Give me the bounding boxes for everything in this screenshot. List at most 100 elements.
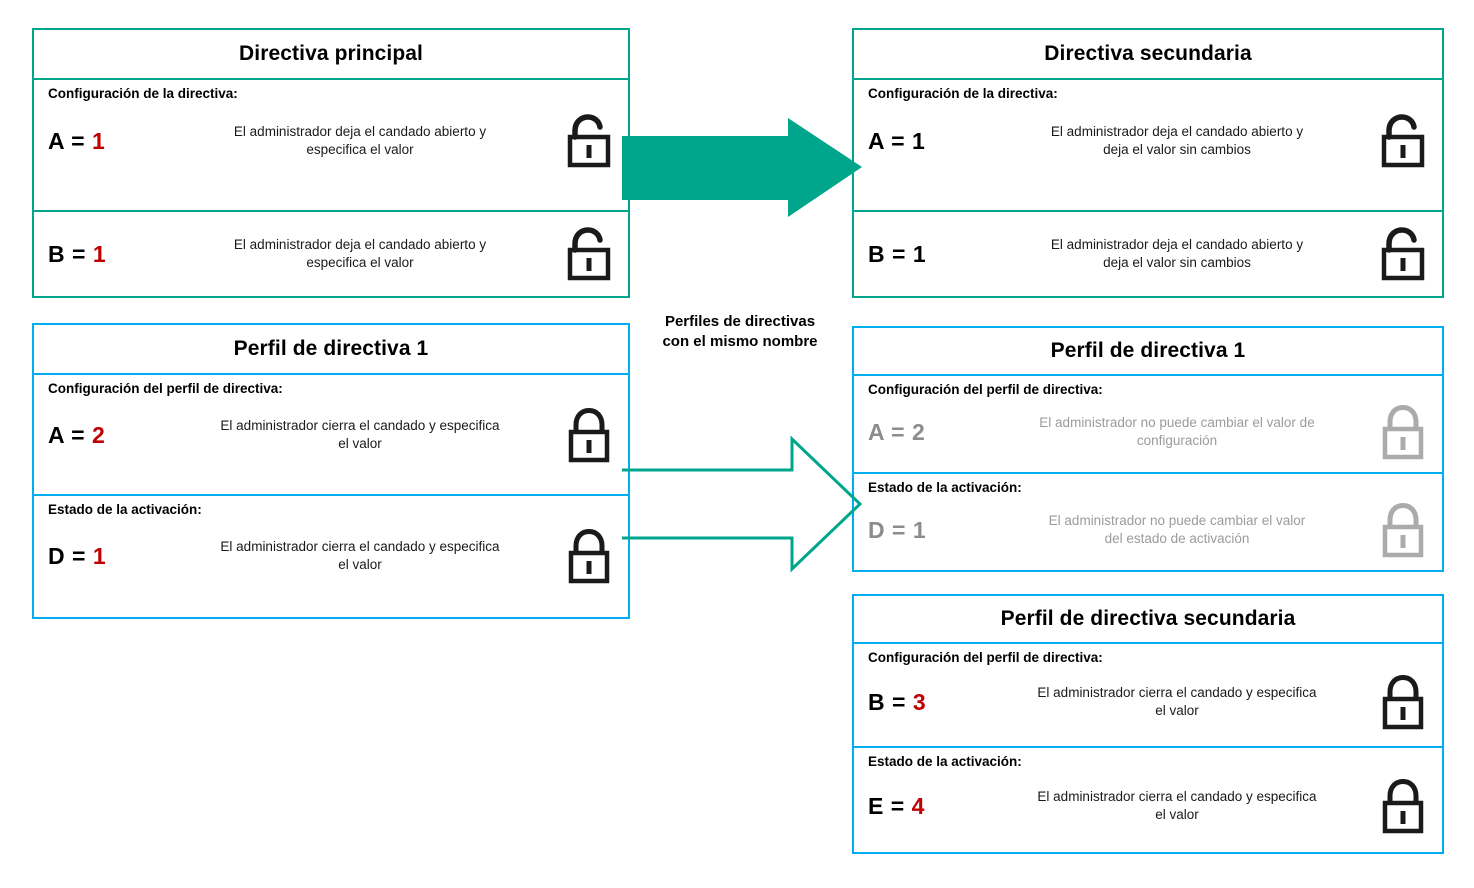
setting-description-line1: El administrador deja el candado abierto… <box>233 237 487 253</box>
panel-policy-profile-1-left: Perfil de directiva 1 Configuración del … <box>32 323 630 619</box>
setting-value: 2 <box>91 421 106 448</box>
setting-key: B = 3 <box>868 689 980 716</box>
arrow-primary-to-secondary <box>622 118 862 218</box>
setting-description: El administrador deja el candado abierto… <box>160 123 560 159</box>
panel-secondary-policy-body: Configuración de la directiva: A = 1 El … <box>852 80 1444 298</box>
setting-key: A = 2 <box>868 419 980 446</box>
setting-value: 3 <box>912 688 927 715</box>
section-label: Configuración del perfil de directiva: <box>868 382 1103 397</box>
setting-description-line2: configuración <box>1136 433 1218 448</box>
setting-value: 1 <box>912 240 927 267</box>
table-row: Estado de la activación: D = 1 El admini… <box>34 496 628 617</box>
unlocked-icon <box>1374 113 1432 169</box>
setting-key-name: E = <box>868 792 912 819</box>
locked-icon <box>1374 777 1432 835</box>
setting-description: El administrador cierra el candado y esp… <box>160 417 560 453</box>
panel-policy-profile-1-right-header: Perfil de directiva 1 <box>852 326 1444 376</box>
section-label: Configuración de la directiva: <box>48 86 238 101</box>
table-row: Estado de la activación: D = 1 El admini… <box>854 474 1442 570</box>
panel-policy-profile-1-right: Perfil de directiva 1 Configuración del … <box>852 326 1444 572</box>
setting-description-line1: El administrador no puede cambiar el val… <box>1039 415 1315 431</box>
page-title: Directiva principal <box>239 42 423 65</box>
setting-description-line1: El administrador no puede cambiar el val… <box>1048 513 1306 529</box>
page-title: Perfil de directiva 1 <box>233 337 429 360</box>
locked-icon <box>560 406 618 464</box>
setting-description-line2: el valor <box>338 557 382 572</box>
setting-description-line1: El administrador cierra el candado y esp… <box>220 418 500 434</box>
locked-icon <box>1374 673 1432 731</box>
setting-entry: A = 2 El administrador no puede cambiar … <box>868 403 1432 461</box>
middle-note-line2: con el mismo nombre <box>662 332 818 350</box>
arrow-profile-to-profile <box>622 425 863 585</box>
panel-policy-profile-1-left-header: Perfil de directiva 1 <box>32 323 630 375</box>
setting-description-line1: El administrador cierra el candado y esp… <box>1037 789 1317 805</box>
setting-description: El administrador cierra el candado y esp… <box>160 538 560 574</box>
setting-key: B = 1 <box>48 241 160 268</box>
section-label: Estado de la activación: <box>48 502 202 517</box>
locked-disabled-icon <box>1374 501 1432 559</box>
setting-description-line2: especifica el valor <box>306 142 414 157</box>
setting-entry: A = 1 El administrador deja el candado a… <box>868 113 1432 169</box>
panel-secondary-policy-header: Directiva secundaria <box>852 28 1444 80</box>
setting-description-line2: deja el valor sin cambios <box>1103 255 1251 270</box>
setting-description-line2: el valor <box>1155 807 1199 822</box>
setting-key-name: A = <box>868 418 912 445</box>
setting-entry: B = 1 El administrador deja el candado a… <box>868 226 1432 282</box>
setting-description: El administrador deja el candado abierto… <box>980 236 1374 272</box>
panel-secondary-policy-profile-header: Perfil de directiva secundaria <box>852 594 1444 644</box>
section-label: Configuración de la directiva: <box>868 86 1058 101</box>
setting-description: El administrador cierra el candado y esp… <box>980 684 1374 720</box>
section-label: Configuración del perfil de directiva: <box>48 381 283 396</box>
setting-key: D = 1 <box>48 543 160 570</box>
locked-disabled-icon <box>1374 403 1432 461</box>
setting-key-name: A = <box>48 421 92 448</box>
table-row: Configuración de la directiva: A = 1 El … <box>854 80 1442 212</box>
table-row: Estado de la activación: E = 4 El admini… <box>854 748 1442 852</box>
setting-key-name: D = <box>48 542 93 569</box>
setting-description-line2: deja el valor sin cambios <box>1103 142 1251 157</box>
table-row: B = 1 El administrador deja el candado a… <box>34 212 628 296</box>
setting-key-name: B = <box>868 688 913 715</box>
setting-description-line2: del estado de activación <box>1104 531 1250 546</box>
setting-entry: D = 1 El administrador cierra el candado… <box>48 527 618 585</box>
page-title: Perfil de directiva secundaria <box>1000 607 1296 630</box>
panel-primary-policy-header: Directiva principal <box>32 28 630 80</box>
setting-description-line1: El administrador cierra el candado y esp… <box>220 539 500 555</box>
middle-note: Perfiles de directivas con el mismo nomb… <box>640 312 840 351</box>
setting-value: 1 <box>92 542 107 569</box>
setting-key: A = 1 <box>48 128 160 155</box>
setting-key: A = 1 <box>868 128 980 155</box>
setting-entry: B = 3 El administrador cierra el candado… <box>868 673 1432 731</box>
setting-description: El administrador deja el candado abierto… <box>160 236 560 272</box>
panel-secondary-policy: Directiva secundaria Configuración de la… <box>852 28 1444 298</box>
setting-value: 1 <box>91 127 106 154</box>
setting-description-line1: El administrador deja el candado abierto… <box>1050 237 1304 253</box>
unlocked-icon <box>560 113 618 169</box>
section-label: Configuración del perfil de directiva: <box>868 650 1103 665</box>
setting-key-name: D = <box>868 516 913 543</box>
unlocked-icon <box>560 226 618 282</box>
setting-key-name: A = <box>868 127 912 154</box>
page-title: Perfil de directiva 1 <box>1050 339 1246 362</box>
setting-description-line2: el valor <box>338 436 382 451</box>
setting-description: El administrador cierra el candado y esp… <box>980 788 1374 824</box>
table-row: Configuración del perfil de directiva: A… <box>34 375 628 496</box>
setting-value: 4 <box>911 792 925 819</box>
setting-value: 1 <box>92 240 107 267</box>
setting-description: El administrador no puede cambiar el val… <box>980 414 1374 450</box>
setting-key: A = 2 <box>48 422 160 449</box>
section-label: Estado de la activación: <box>868 754 1022 769</box>
setting-description-line2: el valor <box>1155 703 1199 718</box>
section-label: Estado de la activación: <box>868 480 1022 495</box>
setting-description: El administrador no puede cambiar el val… <box>980 512 1374 548</box>
middle-note-line1: Perfiles de directivas <box>664 313 816 330</box>
table-row: Configuración de la directiva: A = 1 El … <box>34 80 628 212</box>
setting-key-name: B = <box>48 240 93 267</box>
setting-description: El administrador deja el candado abierto… <box>980 123 1374 159</box>
panel-primary-policy: Directiva principal Configuración de la … <box>32 28 630 298</box>
panel-policy-profile-1-left-body: Configuración del perfil de directiva: A… <box>32 375 630 619</box>
page-title: Directiva secundaria <box>1044 42 1252 65</box>
setting-value: 1 <box>912 516 927 543</box>
setting-entry: B = 1 El administrador deja el candado a… <box>48 226 618 282</box>
setting-key-name: A = <box>48 127 92 154</box>
